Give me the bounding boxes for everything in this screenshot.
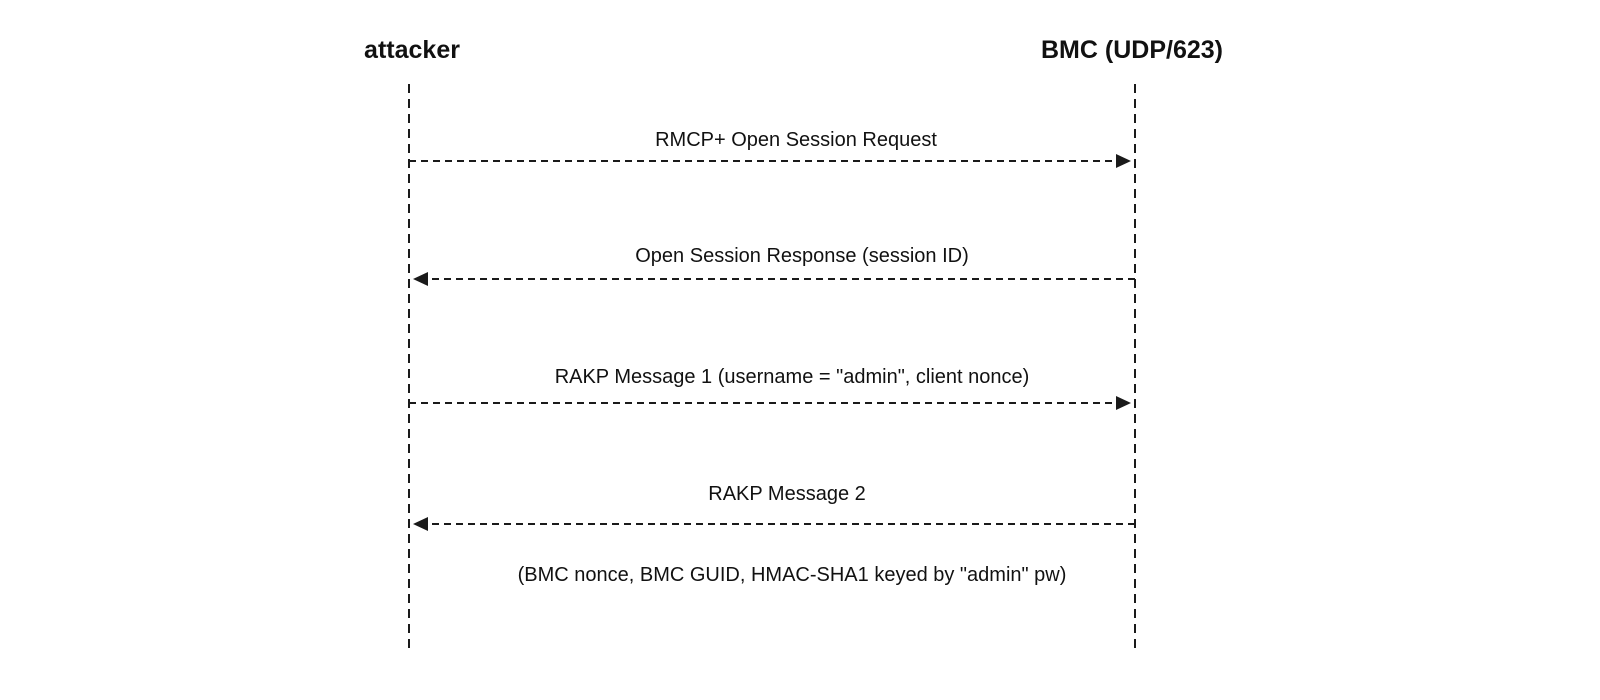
arrowhead-left-icon [413, 272, 428, 286]
message-label-3: RAKP Message 1 (username = "admin", clie… [554, 366, 1030, 388]
message-label-4: RAKP Message 2 [708, 483, 866, 505]
message-arrow-4 [413, 517, 1135, 531]
participant-attacker-label: attacker [364, 36, 460, 64]
arrowhead-right-icon [1116, 396, 1131, 410]
message-note: (BMC nonce, BMC GUID, HMAC-SHA1 keyed by… [517, 564, 1067, 586]
message-label-1: RMCP+ Open Session Request [655, 129, 937, 151]
message-arrow-1 [409, 154, 1131, 168]
message-arrow-3 [409, 396, 1131, 410]
participant-bmc-label: BMC (UDP/623) [1041, 36, 1223, 64]
arrowhead-left-icon [413, 517, 428, 531]
message-label-2: Open Session Response (session ID) [635, 245, 969, 267]
message-arrow-2 [413, 272, 1135, 286]
arrowhead-right-icon [1116, 154, 1131, 168]
